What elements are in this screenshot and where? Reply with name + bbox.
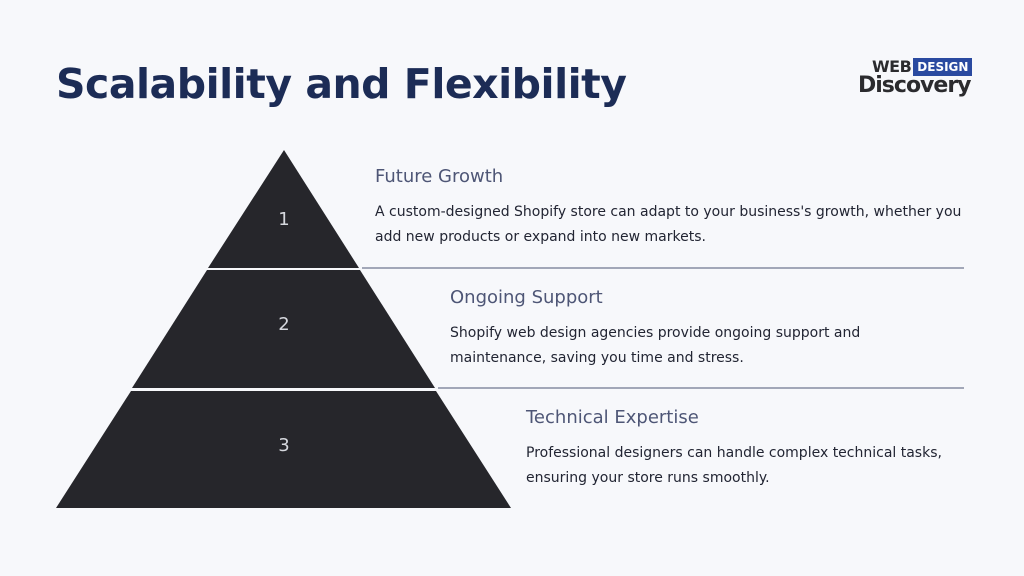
tier-number-2: 2 bbox=[278, 314, 289, 335]
logo-web-text: WEB bbox=[872, 57, 912, 76]
tier-text-2: Shopify web design agencies provide ongo… bbox=[450, 325, 861, 366]
tier-block-1: Future Growth A custom-designed Shopify … bbox=[375, 166, 965, 250]
page-title: Scalability and Flexibility bbox=[56, 60, 627, 108]
tier-number-3: 3 bbox=[278, 435, 289, 456]
tier-text-1: A custom-designed Shopify store can adap… bbox=[375, 204, 962, 245]
logo-discovery-text: Discovery bbox=[858, 73, 972, 98]
tier-block-2: Ongoing Support Shopify web design agenc… bbox=[450, 287, 920, 371]
tier-number-1: 1 bbox=[278, 209, 289, 230]
pyramid-tier-3 bbox=[56, 391, 511, 508]
tier-heading-1: Future Growth bbox=[375, 166, 504, 187]
logo-design-badge: DESIGN bbox=[913, 58, 973, 76]
tier-block-3: Technical Expertise Professional designe… bbox=[526, 407, 946, 491]
pyramid-tier-2 bbox=[132, 270, 435, 388]
tier-heading-3: Technical Expertise bbox=[526, 407, 699, 428]
tier-text-3: Professional designers can handle comple… bbox=[526, 445, 942, 486]
pyramid-tier-1 bbox=[208, 150, 359, 268]
tier-heading-2: Ongoing Support bbox=[450, 287, 603, 308]
